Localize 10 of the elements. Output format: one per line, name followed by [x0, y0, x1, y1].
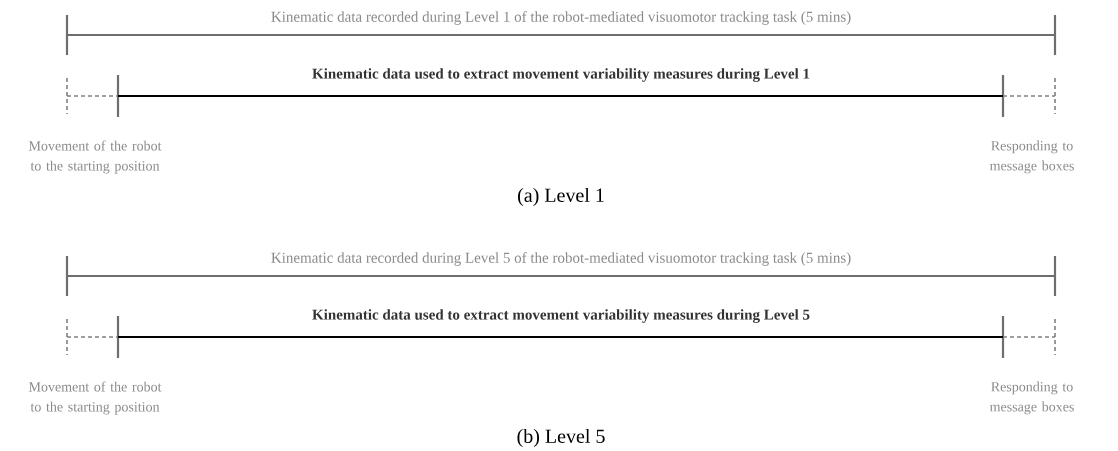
caption: (b) Level 5	[517, 428, 605, 448]
span-label: Kinematic data recorded during Level 1 of the robot-mediated visuomotor tracking task (5 mins)	[271, 11, 851, 25]
span-label: Kinematic data used to extract movement variability measures during Level 5	[312, 309, 810, 323]
annotation-text: Responding to message boxes	[989, 381, 1074, 415]
annotation-text: Movement of the robot to the starting position	[28, 381, 162, 415]
annotation-text: Movement of the robot to the starting position	[28, 140, 162, 174]
span-label: Kinematic data recorded during Level 5 of the robot-mediated visuomotor tracking task (5 mins)	[271, 252, 851, 266]
annotation-text: Responding to message boxes	[989, 140, 1074, 174]
caption: (a) Level 1	[518, 187, 604, 207]
span-label: Kinematic data used to extract movement variability measures during Level 1	[312, 68, 810, 82]
